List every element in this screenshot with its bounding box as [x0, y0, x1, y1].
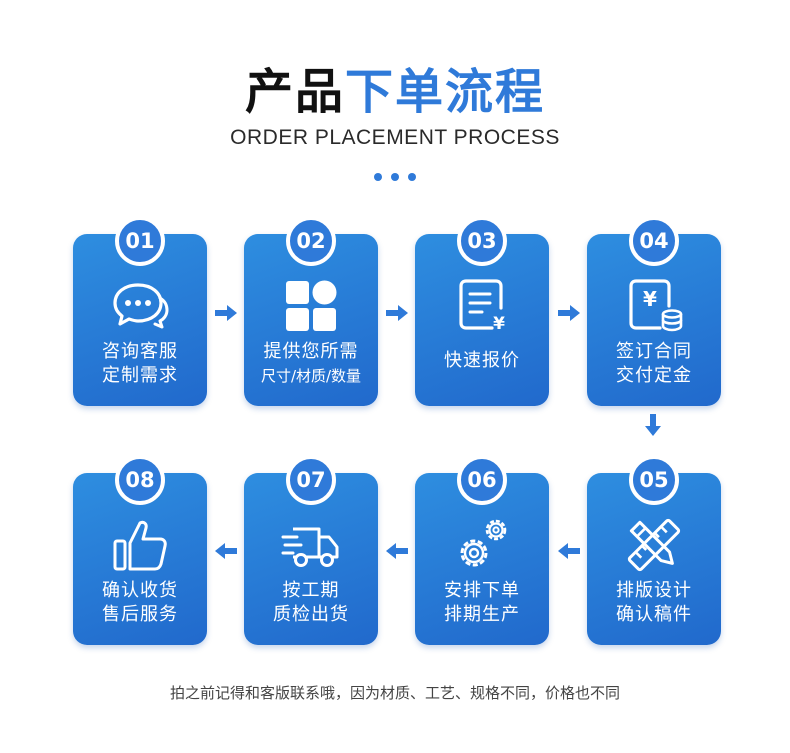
svg-text:¥: ¥	[643, 287, 657, 311]
step-label-line1: 安排下单	[444, 580, 520, 601]
arrow-right-icon	[215, 305, 237, 321]
step-card-01: 01 咨询客服 定制需求	[73, 216, 207, 406]
contract-yen-icon: ¥	[629, 279, 683, 332]
page-title: 产品下单流程	[0, 52, 790, 122]
arrow-down-icon	[645, 414, 661, 436]
step-card-07: 07 按工期 质检出货	[244, 455, 378, 645]
arrow-left-icon	[215, 543, 237, 559]
dots-divider	[374, 173, 416, 181]
quote-document-icon: ¥	[459, 279, 505, 334]
step-label-line1: 确认收货	[102, 580, 178, 601]
step-label-line2: 尺寸/材质/数量	[260, 367, 362, 385]
step-label-line2: 确认稿件	[616, 604, 692, 625]
arrow-left-icon	[558, 543, 580, 559]
step-label-line2: 质检出货	[273, 604, 349, 625]
grid-shapes-icon	[286, 280, 337, 331]
step-card-04: 04 ¥ 签订合同 交付定金	[587, 216, 721, 406]
step-label-line1: 快速报价	[444, 350, 520, 371]
step-number-badge: 05	[629, 455, 679, 505]
step-label-line2: 交付定金	[616, 365, 692, 386]
title-part1: 产品	[244, 64, 345, 120]
step-label-line1: 咨询客服	[102, 341, 178, 362]
step-label-line2: 排期生产	[444, 604, 520, 625]
svg-text:¥: ¥	[493, 314, 505, 334]
step-label-line1: 提供您所需	[263, 341, 359, 362]
arrow-right-icon	[558, 305, 580, 321]
step-card-03: 03 ¥ 快速报价	[415, 216, 549, 406]
gears-icon	[460, 519, 507, 567]
step-number-badge: 08	[115, 455, 165, 505]
step-number-badge: 01	[115, 216, 165, 266]
step-card-06: 06 安排下单 排期生产	[415, 455, 549, 645]
page-subtitle: ORDER PLACEMENT PROCESS	[230, 126, 560, 149]
step-number-badge: 06	[457, 455, 507, 505]
step-number-badge: 04	[629, 216, 679, 266]
title-part2: 下单流程	[345, 64, 546, 120]
step-label-line1: 排版设计	[616, 580, 692, 601]
step-label-line2: 售后服务	[102, 604, 178, 625]
step-card-05: 05 排版设计 确认稿件	[587, 455, 721, 645]
step-label-line1: 按工期	[282, 580, 340, 601]
step-number-badge: 02	[286, 216, 336, 266]
step-card-08: 08 确认收货 售后服务	[73, 455, 207, 645]
step-label-line2: 定制需求	[102, 365, 178, 386]
step-number-badge: 07	[286, 455, 336, 505]
step-label-line1: 签订合同	[616, 341, 692, 362]
thumbs-up-icon	[113, 520, 167, 571]
delivery-truck-icon	[281, 527, 339, 567]
arrow-left-icon	[386, 543, 408, 559]
step-number-badge: 03	[457, 216, 507, 266]
footer-note: 拍之前记得和客版联系哦，因为材质、工艺、规格不同，价格也不同	[169, 684, 620, 702]
step-card-02: 02 提供您所需 尺寸/材质/数量	[244, 216, 378, 406]
chat-bubbles-icon	[113, 283, 169, 329]
arrow-right-icon	[386, 305, 408, 321]
pencil-ruler-icon	[627, 518, 681, 572]
